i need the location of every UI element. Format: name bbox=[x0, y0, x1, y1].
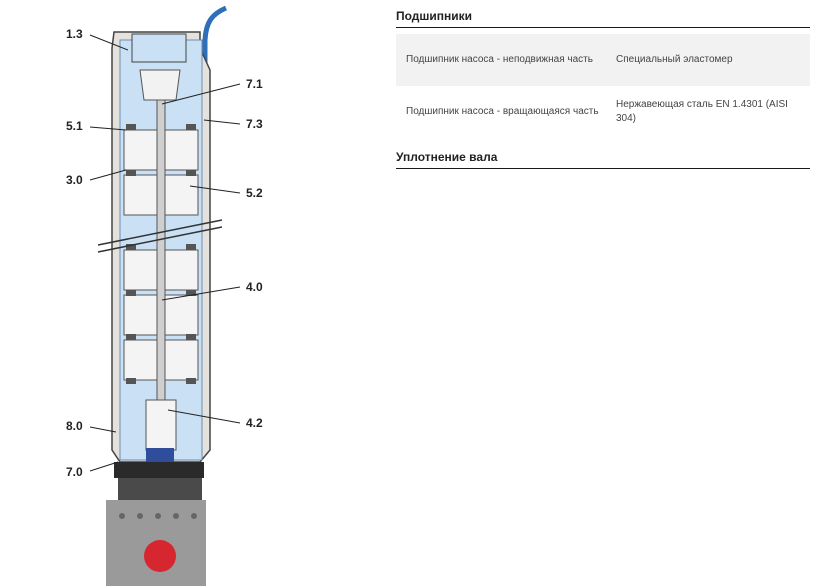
coupling bbox=[145, 399, 177, 451]
bolt bbox=[173, 513, 179, 519]
callout-7-0: 7.0 bbox=[66, 465, 83, 479]
bolt bbox=[155, 513, 161, 519]
motor-seal bbox=[146, 448, 174, 462]
bearing-material: Нержавеющая сталь EN 1.4301 (AISI 304) bbox=[616, 99, 788, 124]
discharge-port bbox=[139, 69, 181, 101]
bearing-name: Подшипник насоса - неподвижная часть bbox=[406, 54, 593, 65]
break-line bbox=[97, 219, 223, 246]
brand-logo bbox=[144, 540, 176, 572]
callout-3-0: 3.0 bbox=[66, 173, 83, 187]
table-row: Подшипник насоса - неподвижная часть Спе… bbox=[396, 34, 810, 86]
bearing-name: Подшипник насоса - вращающаяся часть bbox=[406, 106, 599, 117]
callout-1-3: 1.3 bbox=[66, 27, 83, 41]
callout-5-2: 5.2 bbox=[246, 186, 263, 200]
motor-flange bbox=[114, 462, 204, 478]
callout-4-2: 4.2 bbox=[246, 416, 263, 430]
callout-7-3: 7.3 bbox=[246, 117, 263, 131]
shaft-seal-section-title: Уплотнение вала bbox=[396, 150, 498, 164]
bearings-section-title: Подшипники bbox=[396, 9, 473, 23]
break-line bbox=[97, 226, 223, 253]
leader-lines bbox=[89, 34, 241, 472]
callout-8-0: 8.0 bbox=[66, 419, 83, 433]
pump-cross-section-diagram: 1.3 5.1 3.0 8.0 7.0 7.1 7.3 5.2 4.0 4.2 bbox=[66, 5, 263, 586]
bearings-table: Подшипник насоса - неподвижная часть Спе… bbox=[396, 34, 810, 138]
pump-shaft bbox=[156, 99, 166, 431]
bolt bbox=[119, 513, 125, 519]
callout-5-1: 5.1 bbox=[66, 119, 83, 133]
bolt bbox=[191, 513, 197, 519]
table-row: Подшипник насоса - вращающаяся часть Нер… bbox=[396, 86, 810, 138]
section-divider bbox=[396, 27, 810, 28]
bearing-material: Специальный эластомер bbox=[616, 54, 733, 65]
bolt bbox=[137, 513, 143, 519]
pump-head bbox=[131, 33, 187, 63]
stage-rings bbox=[126, 124, 196, 384]
section-divider bbox=[396, 168, 810, 169]
motor-top bbox=[118, 478, 202, 502]
callout-4-0: 4.0 bbox=[246, 280, 263, 294]
callout-7-1: 7.1 bbox=[246, 77, 263, 91]
